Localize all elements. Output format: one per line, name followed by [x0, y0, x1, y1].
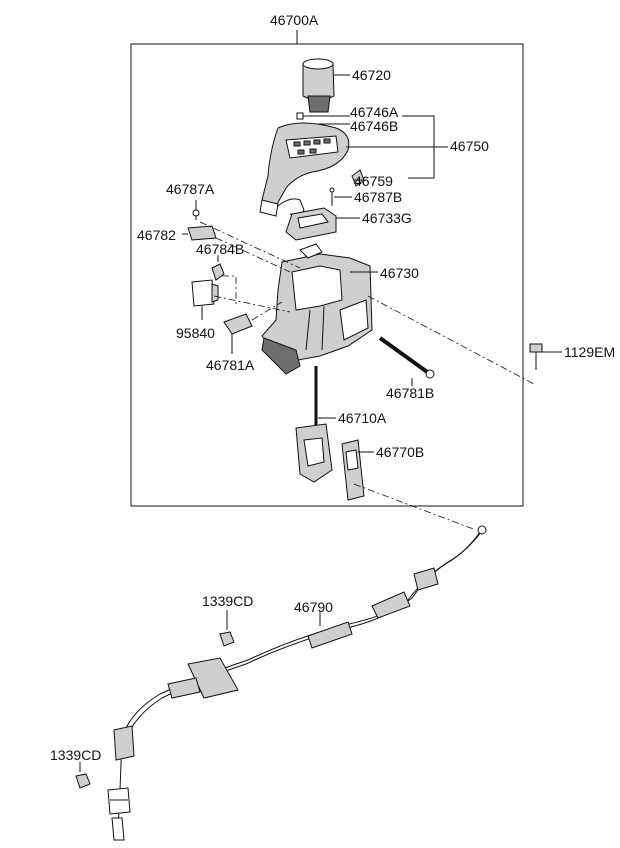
label-46782: 46782 [137, 227, 176, 243]
pin-46787B: 46787B [329, 187, 402, 206]
nut-1339CD-top: 1339CD [202, 593, 253, 647]
label-1339CD-top: 1339CD [202, 593, 253, 609]
label-46770B: 46770B [376, 444, 424, 460]
label-46781B: 46781B [386, 385, 434, 401]
bulb-46759: 46759 [351, 169, 393, 189]
label-46746A: 46746A [350, 104, 399, 120]
label-46781A: 46781A [206, 357, 255, 373]
lever-46710A: 46710A [295, 366, 387, 483]
label-46730: 46730 [380, 265, 419, 281]
label-1129EM: 1129EM [564, 344, 615, 360]
nut-1339CD-bottom: 1339CD [50, 747, 101, 789]
bracket-46733G: 46733G [285, 207, 412, 241]
label-46787A: 46787A [166, 181, 215, 197]
alignment-lines [199, 221, 535, 531]
label-46790: 46790 [294, 599, 333, 615]
label-46733G: 46733G [362, 210, 412, 226]
label-46746B: 46746B [350, 118, 398, 134]
indicator-cover: 46746A 46746B 46750 [259, 104, 489, 217]
label-46759: 46759 [354, 173, 393, 189]
label-46784B: 46784B [196, 241, 244, 257]
shift-knob: 46720 [302, 58, 391, 113]
bolt-1129EM: 1129EM [529, 343, 615, 370]
label-46720: 46720 [352, 67, 391, 83]
label-46750: 46750 [450, 138, 489, 154]
clip-46781A: 46781A [206, 313, 255, 373]
shift-housing: 46730 [261, 243, 419, 375]
small-parts-left: 46787A 46782 46784B 95840 [137, 181, 244, 341]
label-46710A: 46710A [338, 410, 387, 426]
label-46700A: 46700A [270, 12, 319, 28]
assembly-frame: 46700A [130, 12, 524, 507]
label-95840: 95840 [176, 325, 215, 341]
label-46787B: 46787B [354, 189, 402, 205]
shift-cable: 46790 [107, 525, 487, 841]
label-1339CD-bottom: 1339CD [50, 747, 101, 763]
bracket-46770B: 46770B [341, 439, 424, 501]
pin-46781B: 46781B [378, 336, 435, 401]
